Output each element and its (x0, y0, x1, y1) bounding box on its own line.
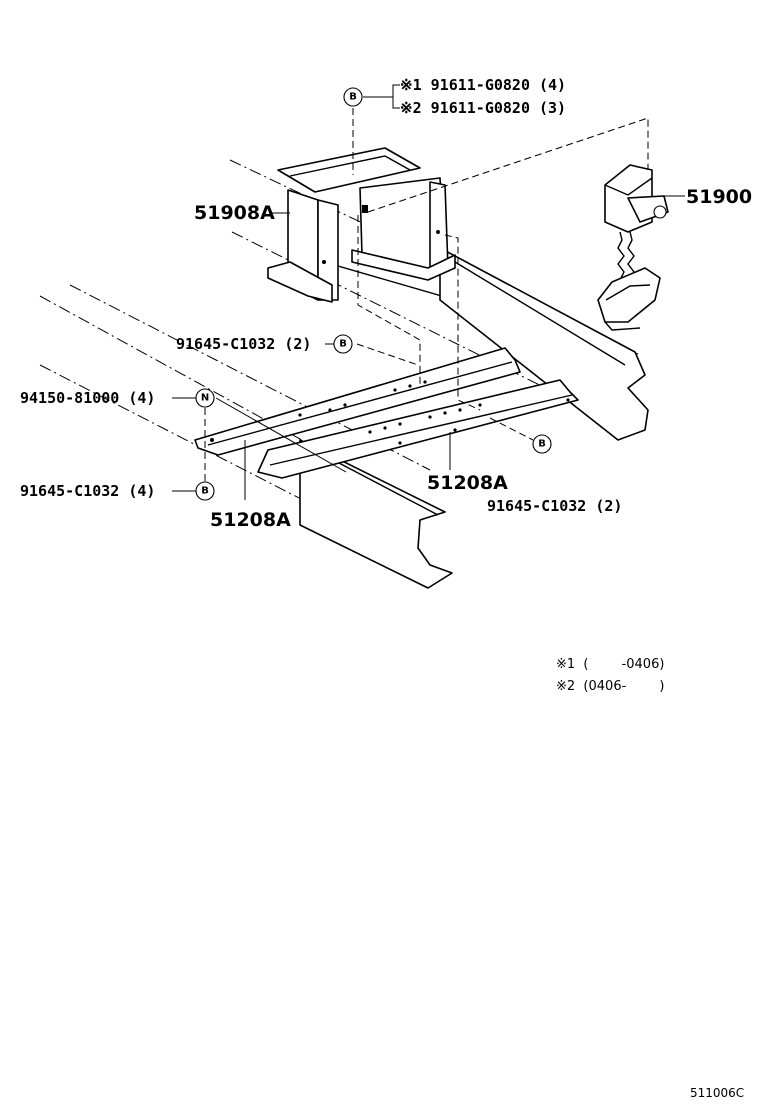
bolt-symbol-low-right: B (532, 434, 552, 454)
part-label-51208a-right: 51208A (427, 472, 508, 494)
part-label-51908a: 51908A (194, 202, 275, 224)
callout-bolt-low-right: 91645-C1032 (2) (487, 497, 622, 515)
svg-text:N: N (201, 393, 209, 404)
note-2: ※2 (0406- ) (556, 679, 664, 694)
carrier-bracket-51908a (267, 147, 456, 303)
callout-bolt-top-2: ※2 91611-G0820 (3) (400, 99, 566, 117)
bolt-symbol-top: B (343, 87, 363, 107)
callout-bolt-low-left: 91645-C1032 (4) (20, 482, 155, 500)
bolt-symbol-mid-left: B (333, 334, 353, 354)
callout-bolt-top-1: ※1 91611-G0820 (4) (400, 76, 566, 94)
part-label-51900: 51900 (686, 186, 752, 208)
svg-text:B: B (339, 339, 347, 350)
svg-text:B: B (538, 439, 546, 450)
callout-nut-left: 94150-81000 (4) (20, 389, 155, 407)
bolt-symbol-low-left: B (195, 481, 215, 501)
leader-lines (172, 84, 685, 492)
note-1: ※1 ( -0406) (556, 657, 664, 672)
callout-bolt-mid-left: 91645-C1032 (2) (176, 335, 311, 353)
guide-lines (204, 108, 649, 500)
nut-symbol-left: N (195, 388, 215, 408)
svg-text:B: B (201, 486, 209, 497)
diagram-code: 511006C (690, 1086, 744, 1100)
rail-51208a-right (257, 379, 579, 479)
spare-tire-carrier-51900 (597, 164, 669, 331)
rail-51208a-left (194, 347, 521, 456)
svg-text:B: B (349, 92, 357, 103)
part-label-51208a-left: 51208A (210, 509, 291, 531)
